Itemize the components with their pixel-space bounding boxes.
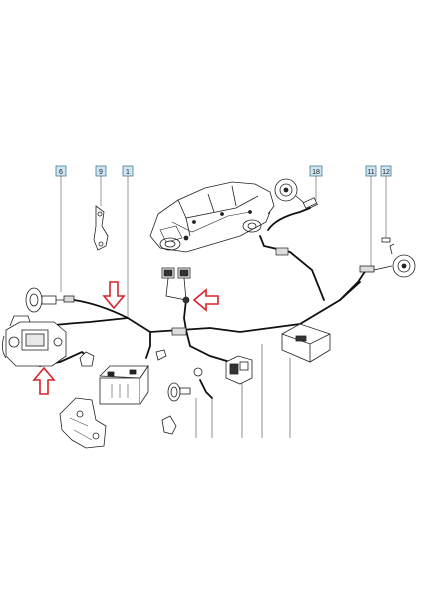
leader-lines [195, 344, 291, 438]
callout-9: 9 [95, 165, 107, 206]
speed-sensor-small [167, 367, 203, 402]
callout-12: 12 [380, 165, 392, 238]
wheel-sensor-front-left [25, 287, 75, 313]
wire-harness [18, 207, 367, 399]
ground-straps [79, 349, 177, 435]
wheel-hub-right [359, 237, 416, 278]
wheel-sensor-rear-right [274, 178, 319, 209]
car-illustration [149, 181, 275, 253]
relay-block [225, 355, 253, 385]
abs-pump-unit [2, 315, 67, 367]
arrow-left-indicator [192, 288, 219, 312]
callout-11: 11 [365, 165, 377, 266]
callout-11-label: 11 [367, 169, 374, 176]
callout-18-label: 18 [312, 169, 320, 176]
battery [99, 364, 149, 405]
callout-18: 18 [309, 165, 323, 200]
callout-1-label: 1 [126, 169, 130, 176]
relay-connectors [161, 267, 191, 304]
callout-6-label: 6 [59, 169, 63, 176]
callout-6: 6 [55, 165, 67, 292]
callout-1: 1 [122, 165, 134, 318]
arrow-up-indicator [32, 366, 56, 395]
callout-12-label: 12 [382, 169, 390, 176]
mounting-bracket [59, 397, 107, 449]
callout-9-label: 9 [99, 169, 103, 176]
control-unit [281, 323, 331, 363]
harness-connector-right [171, 247, 289, 336]
arrow-down-indicator [102, 281, 126, 310]
sensor-bracket [93, 205, 109, 251]
